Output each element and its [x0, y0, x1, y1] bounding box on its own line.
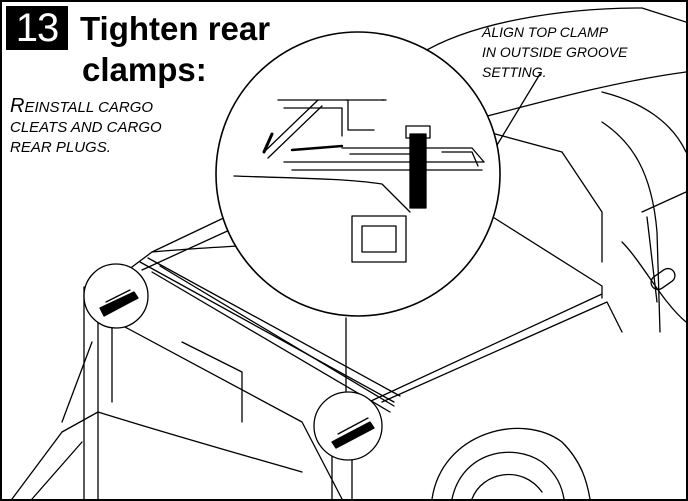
- magnified-clamp-detail: [215, 31, 501, 317]
- reinstall-note-initial: R: [10, 95, 25, 117]
- truck-cab: [419, 7, 686, 333]
- align-clamp-note: ALIGN TOP CLAMP IN OUTSIDE GROOVE SETTIN…: [482, 22, 682, 82]
- step-title-line-2: clamps:: [82, 51, 207, 88]
- reinstall-note-line-2: CLEATS AND CARGO: [10, 119, 162, 136]
- align-clamp-note-line-3: SETTING.: [482, 64, 547, 80]
- reinstall-note: REINSTALL CARGO CLEATS AND CARGO REAR PL…: [10, 96, 220, 158]
- detail-circle-right: [313, 391, 383, 461]
- align-clamp-note-line-2: IN OUTSIDE GROOVE: [482, 44, 628, 60]
- reinstall-note-line-3: REAR PLUGS.: [10, 139, 111, 156]
- step-title-line-1: Tighten rear: [80, 10, 271, 47]
- reinstall-note-line-1-rest: EINSTALL CARGO: [24, 99, 154, 116]
- reinstall-note-line-1: REINSTALL CARGO: [10, 96, 220, 118]
- step-number-badge: 13: [6, 6, 68, 50]
- step-title: Tighten rear clamps:: [80, 8, 270, 90]
- align-clamp-note-line-1: ALIGN TOP CLAMP: [482, 24, 609, 40]
- door-handle-icon: [650, 267, 676, 291]
- clamp-rail: [139, 257, 401, 413]
- detail-circle-left: [83, 263, 149, 329]
